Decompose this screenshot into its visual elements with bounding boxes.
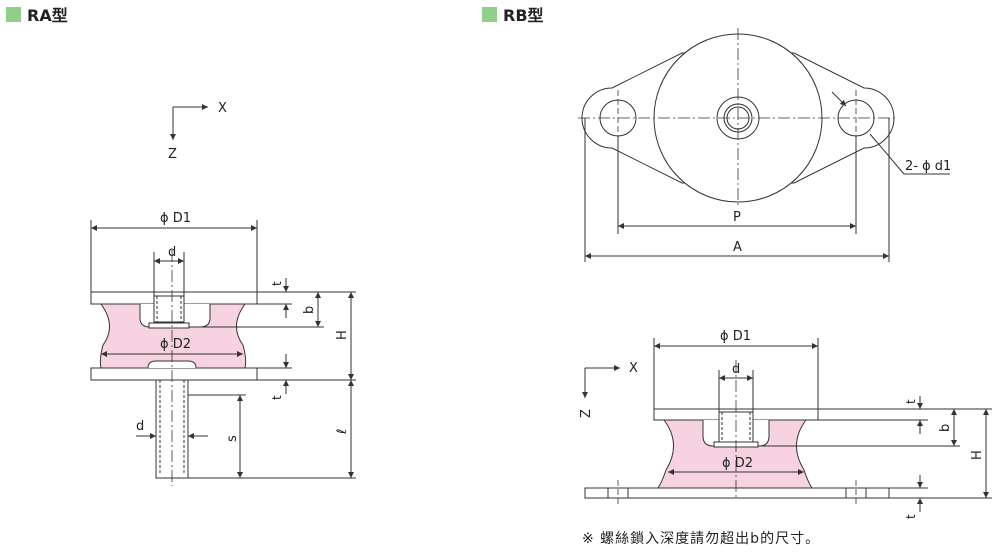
ra-dim-t-top: t: [270, 281, 284, 286]
rb-dim-2d1: 2- ϕ d1: [905, 159, 951, 174]
rb-dim-p: P: [733, 210, 741, 225]
rb-axis-x-label: X: [629, 361, 638, 376]
ra-dim-t-bottom: t: [270, 395, 284, 400]
ra-dim-s: s: [225, 435, 240, 442]
rb-dim-h: H: [970, 450, 985, 460]
ra-nut-insert: [153, 295, 185, 323]
ra-bottom-plate: [90, 367, 258, 381]
ra-title: RA型: [27, 6, 68, 25]
ra-axis-x-label: X: [218, 101, 227, 116]
rb-side-labels: X Z ϕ D1 d ϕ D2 t b H t: [579, 329, 985, 519]
rb-dim-t-bottom: t: [904, 514, 918, 519]
rb-dim-a: A: [733, 240, 742, 255]
rb-dim-t-top: t: [904, 399, 918, 404]
ra-dim-d-bolt: d: [136, 419, 144, 434]
ra-dim-d1: ϕ D1: [160, 211, 191, 226]
ra-header: RA型: [6, 3, 68, 25]
ra-dim-l: ℓ: [335, 429, 350, 435]
rb-axis-indicator: [582, 365, 620, 398]
rb-top-labels: 2- ϕ d1 P A: [733, 159, 951, 255]
green-square-icon: [6, 6, 21, 22]
rb-top-view: [578, 28, 950, 262]
rb-header: RB型: [482, 3, 544, 25]
ra-drawing: X Z: [90, 101, 356, 486]
depth-note: ※ 螺絲鎖入深度請勿超出b的尺寸。: [582, 531, 821, 547]
ra-dim-b: b: [302, 306, 317, 314]
rb-dim-d: d: [732, 362, 740, 377]
rb-dim-b: b: [938, 424, 953, 432]
ra-dim-d2: ϕ D2: [160, 337, 191, 352]
ra-labels: ϕ D1 d ϕ D2 t b H t d s ℓ: [136, 211, 350, 442]
ra-dim-h: H: [335, 330, 350, 340]
rb-base-flange-side: [584, 487, 890, 499]
ra-axis-indicator: [170, 104, 208, 140]
green-square-icon: [482, 6, 497, 22]
rb-title: RB型: [503, 6, 544, 25]
rb-dim-d2: ϕ D2: [722, 456, 753, 471]
rb-axis-z-label: Z: [579, 409, 594, 418]
ra-axis-z-label: Z: [168, 147, 177, 162]
rb-side-view: [582, 338, 992, 512]
ra-nut-flange: [148, 322, 190, 329]
rb-dim-d1: ϕ D1: [720, 329, 751, 344]
ra-dim-d-top: d: [168, 245, 176, 260]
